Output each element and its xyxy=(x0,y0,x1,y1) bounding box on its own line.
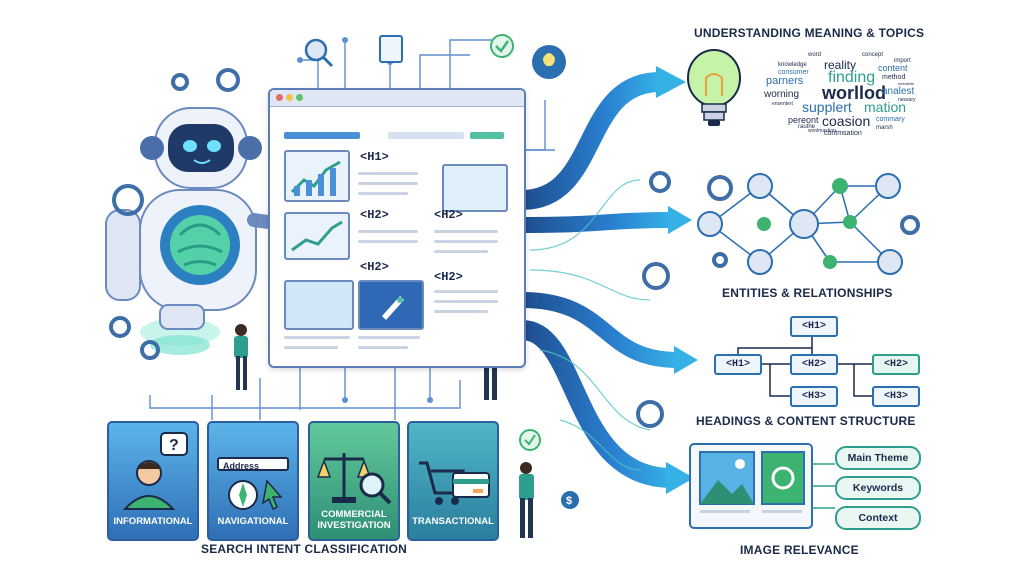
compass-icon xyxy=(228,479,283,511)
chart-thumbnail-2 xyxy=(284,212,350,260)
title-image-relevance: IMAGE RELEVANCE xyxy=(740,543,859,557)
word-cloud-term: word xyxy=(808,52,822,58)
heading-node-h1: <H1> xyxy=(714,354,762,375)
intent-label-navigational: NAVIGATIONAL xyxy=(217,516,289,527)
word-cloud-term: consumer xyxy=(778,69,809,76)
title-entities: ENTITIES & RELATIONSHIPS xyxy=(722,286,893,300)
robot-illustration xyxy=(105,107,307,355)
word-cloud-term: analest xyxy=(882,86,915,97)
team-thumbnail xyxy=(442,164,508,212)
svg-text:?: ? xyxy=(169,437,179,454)
word-cloud-term: content xyxy=(878,63,908,73)
word-cloud-term: pereont xyxy=(788,115,819,125)
title-headings: HEADINGS & CONTENT STRUCTURE xyxy=(696,414,916,428)
intent-card-navigational: Address NAVIGATIONAL xyxy=(207,421,299,541)
word-cloud-term: concept xyxy=(862,52,884,58)
word-cloud-term: contmsation xyxy=(824,130,862,137)
scale-magnifier-icon xyxy=(316,453,392,505)
cart-card-icon xyxy=(419,461,490,505)
heading-node-h2-mid: <H2> xyxy=(790,354,838,375)
intent-card-commercial: COMMERCIAL INVESTIGATION xyxy=(308,421,400,541)
pill-context: Context xyxy=(835,506,921,530)
rocket-thumbnail xyxy=(358,280,424,330)
word-cloud-term: finding xyxy=(828,69,876,86)
svg-text:$: $ xyxy=(566,495,572,507)
word-cloud-term: reality xyxy=(824,58,857,72)
question-person-icon: ? xyxy=(122,432,188,510)
word-cloud-term: nessary xyxy=(898,97,916,103)
people-thumbnail xyxy=(284,280,354,330)
browser-tag-h1: <H1> xyxy=(360,150,389,164)
pill-main-theme: Main Theme xyxy=(835,446,921,470)
intent-card-informational: ? INFORMATIONAL xyxy=(107,421,199,541)
pill-keywords: Keywords xyxy=(835,476,921,500)
word-cloud-term: worning xyxy=(764,89,800,100)
word-cloud-term: commary xyxy=(876,116,905,123)
address-bar xyxy=(284,132,360,139)
word-cloud-term: ensentert xyxy=(772,101,793,107)
heading-node-h3-mid: <H3> xyxy=(790,386,838,407)
word-cloud-term: wonlmastion xyxy=(808,128,836,134)
browser-window: <H1> <H2> <H2> <H2> <H2> xyxy=(268,88,526,368)
word-cloud-term: parners xyxy=(766,75,804,87)
word-cloud-term: worllod xyxy=(822,83,886,103)
browser-tag-h2-d: <H2> xyxy=(434,270,463,284)
word-cloud-term: supplert xyxy=(802,99,852,115)
heading-node-root: <H1> xyxy=(790,316,838,337)
title-meaning-topics: UNDERSTANDING MEANING & TOPICS xyxy=(694,26,925,40)
browser-tag-h2-b: <H2> xyxy=(434,208,463,222)
word-cloud-term: mation xyxy=(864,99,907,115)
word-cloud-term: coasion xyxy=(822,113,871,129)
heading-node-h3-right: <H3> xyxy=(872,386,920,407)
browser-tag-h2-a: <H2> xyxy=(360,208,389,222)
address-field: Address xyxy=(217,457,289,471)
word-cloud-term: import xyxy=(894,58,911,64)
title-search-intent: SEARCH INTENT CLASSIFICATION xyxy=(201,542,408,556)
browser-tag-h2-c: <H2> xyxy=(360,260,389,274)
intent-label-transactional: TRANSACTIONAL xyxy=(412,516,494,527)
word-cloud-term: method xyxy=(882,74,906,81)
intent-label-commercial: COMMERCIAL INVESTIGATION xyxy=(317,509,391,531)
word-cloud-term: rauthe xyxy=(798,124,816,130)
word-cloud-term: knowledge xyxy=(778,62,807,68)
intent-label-informational: INFORMATIONAL xyxy=(113,516,193,527)
intent-card-transactional: TRANSACTIONAL xyxy=(407,421,499,541)
word-cloud-term: marsh xyxy=(876,125,893,131)
word-cloud-term: neeuticts xyxy=(898,81,915,86)
word-cloud: word concept import knowledge reality co… xyxy=(758,52,928,140)
heading-node-h2-right: <H2> xyxy=(872,354,920,375)
browser-toolbar xyxy=(270,90,524,107)
chart-thumbnail xyxy=(284,150,350,202)
